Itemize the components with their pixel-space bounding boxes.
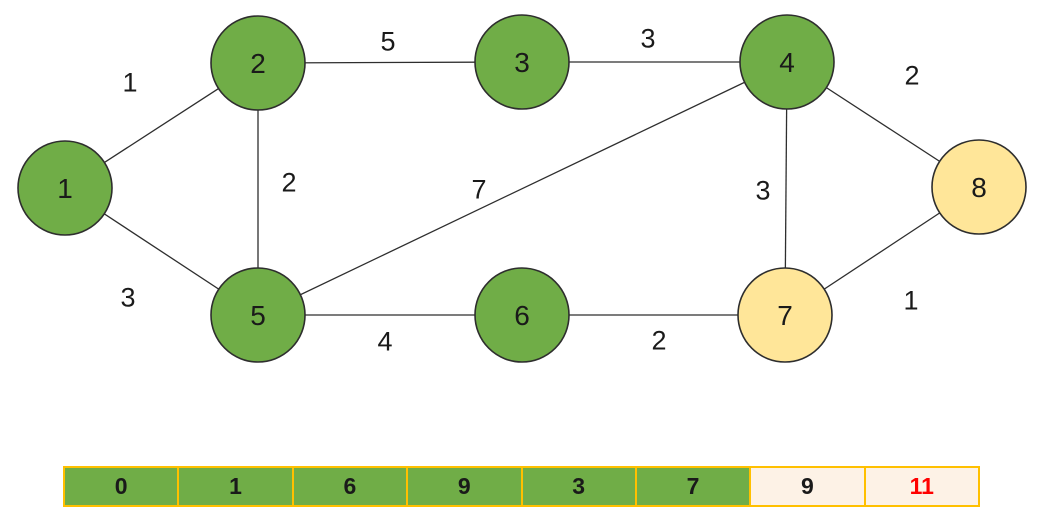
- distance-cell-7: 9: [750, 466, 865, 507]
- graph-node-1: [17, 140, 113, 236]
- graph-node-3: [474, 14, 570, 110]
- node-label-6: 6: [514, 300, 530, 331]
- node-label-5: 5: [250, 300, 266, 331]
- distance-cell-1: 0: [63, 466, 179, 507]
- distance-cell-2: 1: [178, 466, 293, 507]
- graph-node-2: [210, 15, 306, 111]
- node-label-4: 4: [779, 47, 795, 78]
- edge-weight-label-5-4: 7: [471, 175, 486, 205]
- edge-weight-label-4-7: 3: [755, 176, 770, 206]
- distance-cell-6: 7: [635, 466, 751, 507]
- node-label-2: 2: [250, 48, 266, 79]
- graph-node-8: [931, 139, 1027, 235]
- graph-node-6: [474, 267, 570, 363]
- edge-weight-label-7-8: 1: [903, 286, 918, 316]
- node-label-3: 3: [514, 47, 530, 78]
- graph-node-7: [737, 267, 833, 363]
- distance-cell-8: 11: [864, 466, 980, 507]
- graph-node-5: [210, 267, 306, 363]
- edge-weight-label-2-3: 5: [380, 27, 395, 57]
- edge-weight-label-4-8: 2: [904, 61, 919, 91]
- distance-cell-5: 3: [521, 466, 636, 507]
- node-label-8: 8: [971, 172, 987, 203]
- node-label-1: 1: [57, 173, 73, 204]
- graph-edge-5-4: [257, 61, 788, 316]
- edge-weight-label-1-5: 3: [120, 283, 135, 313]
- graph-node-4: [739, 14, 835, 110]
- distance-cell-4: 9: [407, 466, 522, 507]
- edge-weight-label-3-4: 3: [640, 24, 655, 54]
- edge-weight-label-1-2: 1: [122, 68, 137, 98]
- edge-weight-label-6-7: 2: [651, 326, 666, 356]
- node-label-7: 7: [777, 300, 793, 331]
- edge-weight-label-5-6: 4: [377, 327, 392, 357]
- edge-weight-label-2-5: 2: [281, 168, 296, 198]
- distance-cell-3: 6: [292, 466, 408, 507]
